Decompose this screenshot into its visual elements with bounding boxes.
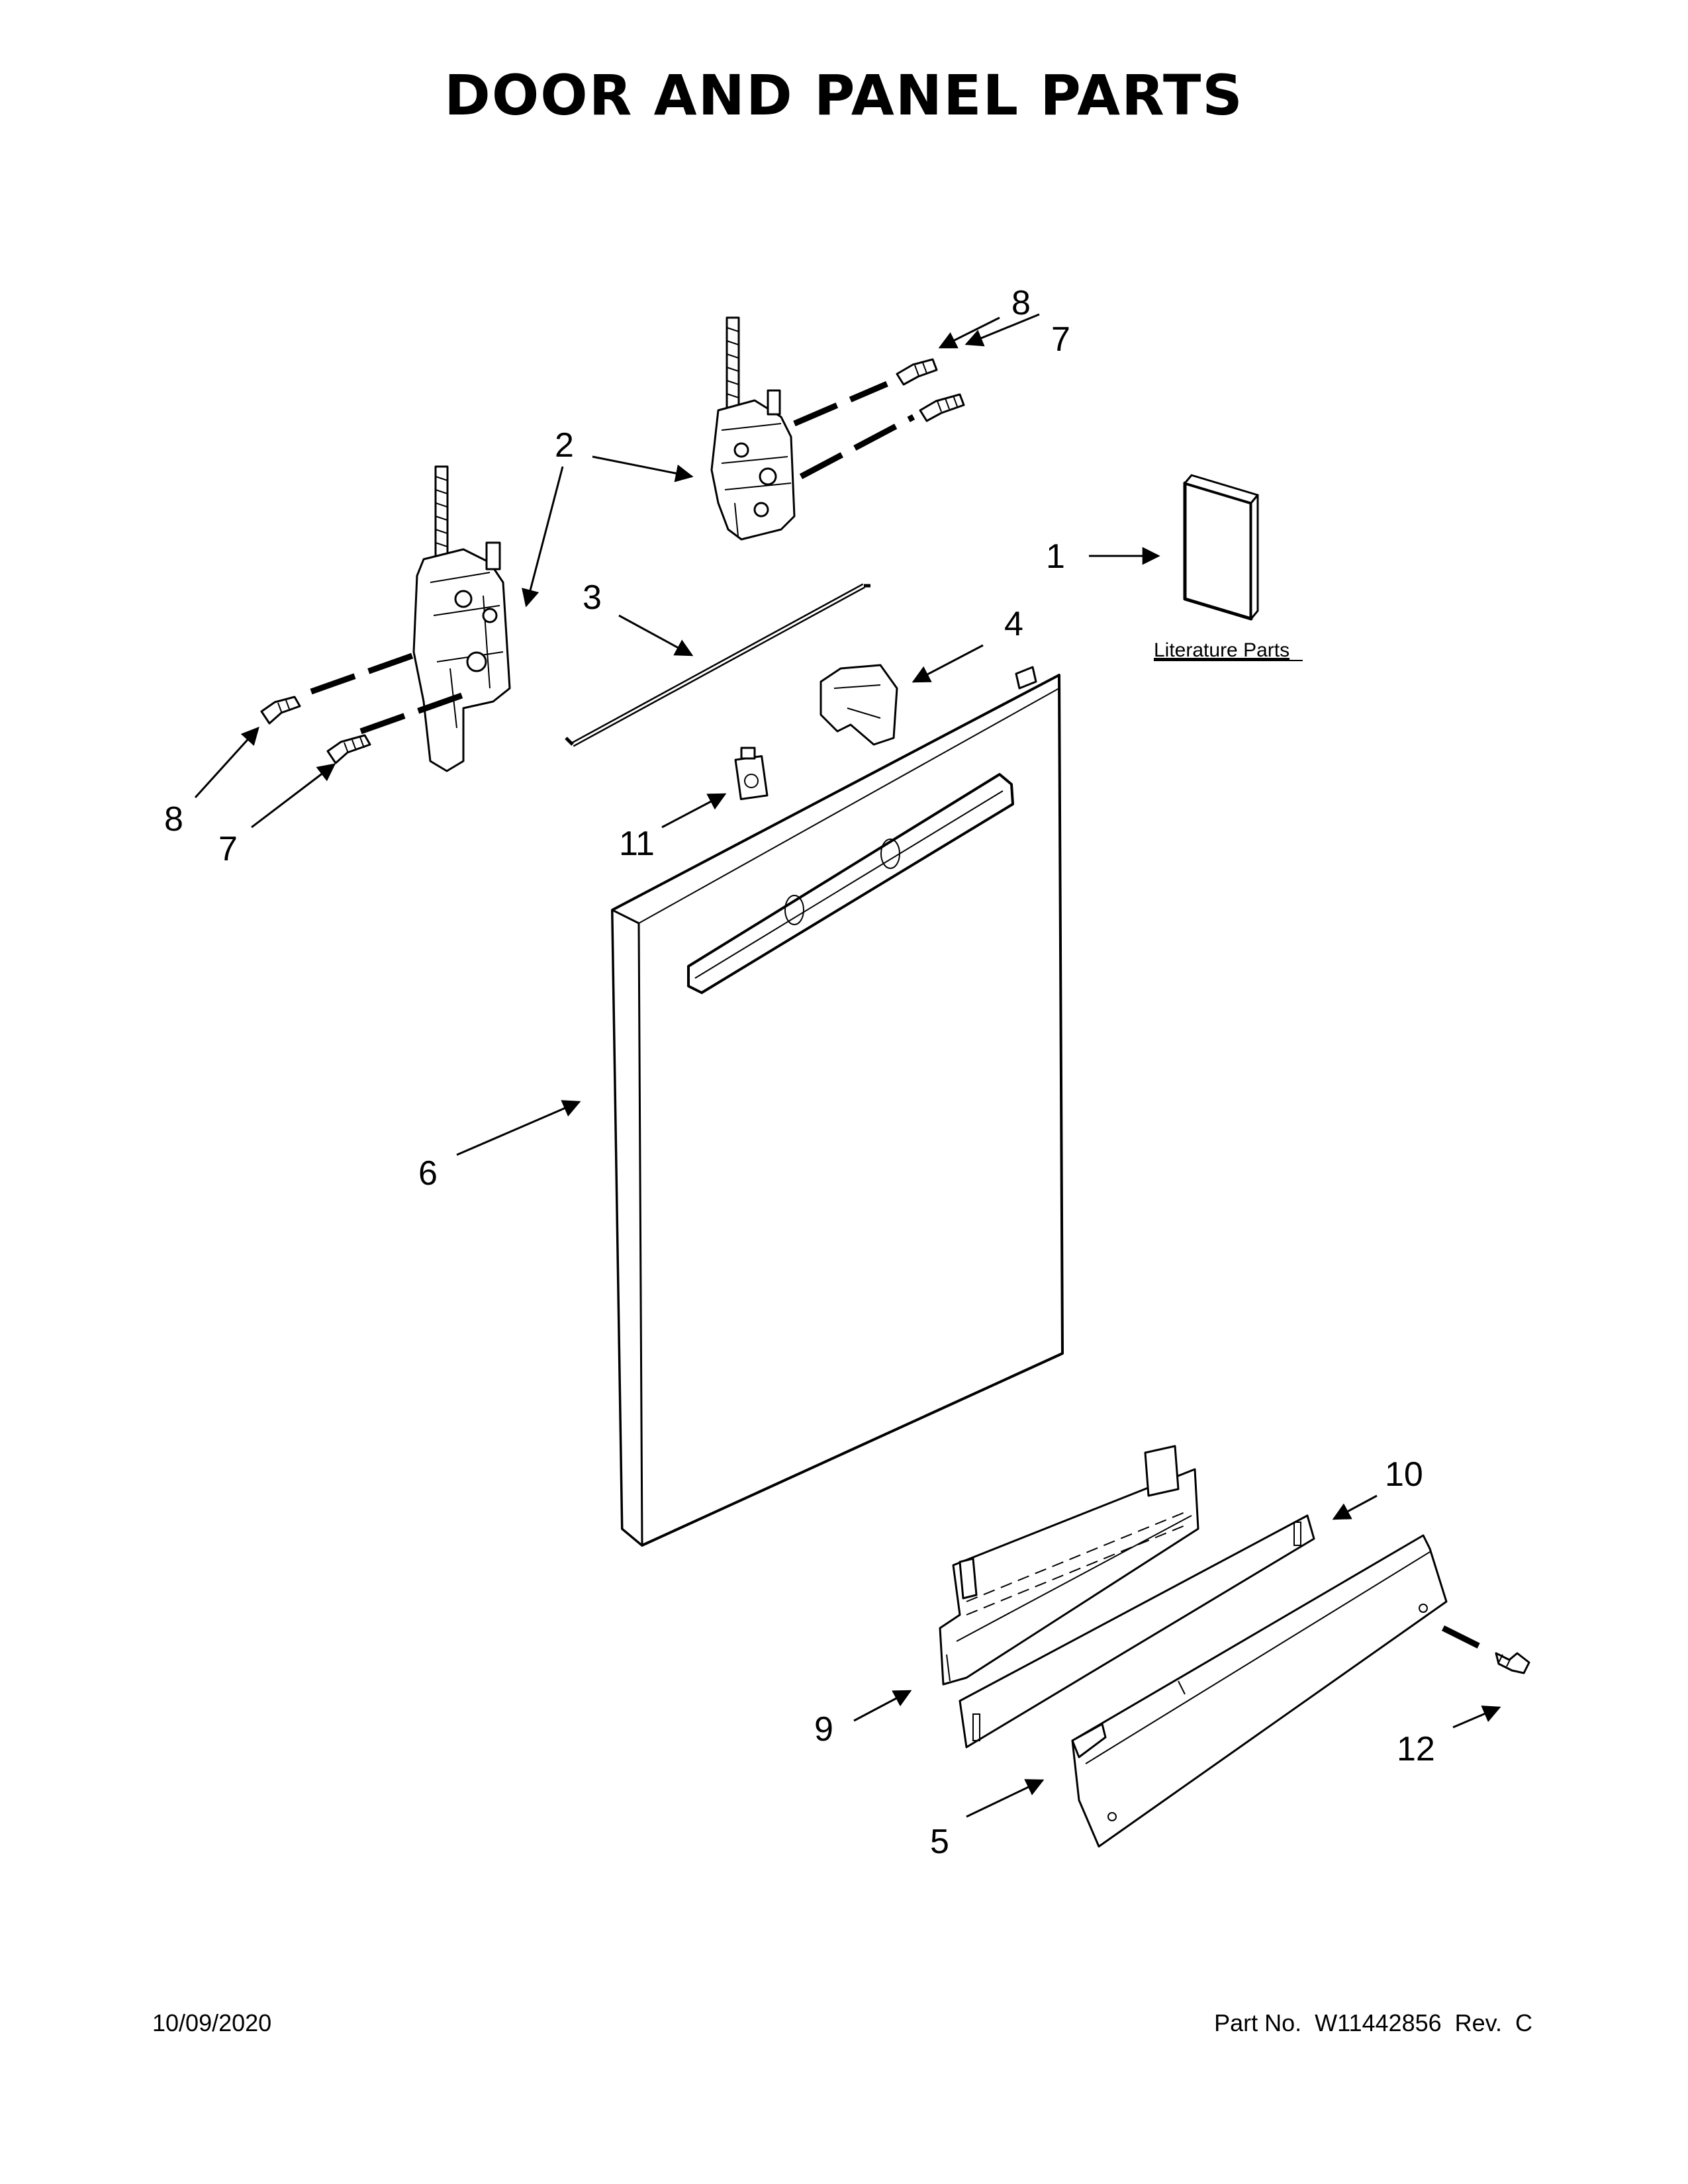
right-screw-8-part[interactable] xyxy=(896,358,938,386)
leader-8b xyxy=(938,316,1000,349)
callout-8-left[interactable]: 8 xyxy=(164,800,183,839)
page-title: DOOR AND PANEL PARTS xyxy=(444,63,1244,128)
callout-5[interactable]: 5 xyxy=(930,1823,949,1861)
right-screw-8-guide-line xyxy=(793,381,888,427)
toe-panel-screw-part[interactable] xyxy=(1495,1652,1530,1674)
left-hinge-part[interactable] xyxy=(412,465,511,772)
latch-bracket-part[interactable] xyxy=(820,664,898,746)
leader-8a xyxy=(194,726,259,799)
toe-panel-strip-part[interactable] xyxy=(959,1514,1315,1749)
right-screw-7-part[interactable] xyxy=(919,393,965,422)
callout-12[interactable]: 12 xyxy=(1397,1730,1435,1768)
footer-part-number: Part No. W11442856 Rev. C xyxy=(1214,2009,1532,2036)
leader-7b xyxy=(964,313,1040,347)
callout-3[interactable]: 3 xyxy=(583,578,602,617)
footer-date: 10/09/2020 xyxy=(152,2009,272,2036)
leader-7a xyxy=(251,763,336,829)
leader-2b xyxy=(522,466,564,608)
toe-screw-guide-line xyxy=(1441,1625,1485,1651)
switch-part[interactable] xyxy=(734,747,769,800)
callout-7-left[interactable]: 7 xyxy=(218,830,238,868)
right-screw-7-guide-line xyxy=(799,414,915,479)
callout-8-right[interactable]: 8 xyxy=(1011,284,1031,322)
leader-6 xyxy=(456,1100,581,1156)
leader-9 xyxy=(853,1690,912,1722)
left-screw-8-guide-line xyxy=(310,652,415,695)
literature-booklet-part[interactable] xyxy=(1183,474,1259,621)
door-panel-part[interactable] xyxy=(611,666,1064,1547)
callout-1[interactable]: 1 xyxy=(1046,537,1065,576)
left-screw-7-part[interactable] xyxy=(326,734,371,764)
leader-5 xyxy=(966,1779,1045,1818)
callout-11[interactable]: 11 xyxy=(619,825,655,863)
callout-2[interactable]: 2 xyxy=(555,426,574,465)
leader-11 xyxy=(661,793,727,829)
door-rod-part[interactable] xyxy=(565,583,870,747)
callout-7-right[interactable]: 7 xyxy=(1051,320,1070,359)
callout-10[interactable]: 10 xyxy=(1385,1455,1423,1494)
callout-4[interactable]: 4 xyxy=(1004,605,1023,643)
insulation-part[interactable] xyxy=(939,1445,1199,1686)
literature-parts-label[interactable]: Literature Parts xyxy=(1154,639,1289,661)
callout-6[interactable]: 6 xyxy=(418,1154,438,1193)
right-hinge-part[interactable] xyxy=(710,316,796,541)
toe-panel-part[interactable] xyxy=(1071,1534,1448,1848)
left-screw-7-guide-line xyxy=(359,692,465,735)
leader-2a xyxy=(592,455,694,482)
leader-4 xyxy=(912,644,984,683)
left-screw-8-part[interactable] xyxy=(260,696,301,725)
leader-3 xyxy=(618,614,694,657)
leader-12 xyxy=(1452,1706,1501,1729)
callout-9[interactable]: 9 xyxy=(814,1710,833,1749)
leader-10 xyxy=(1332,1494,1378,1520)
